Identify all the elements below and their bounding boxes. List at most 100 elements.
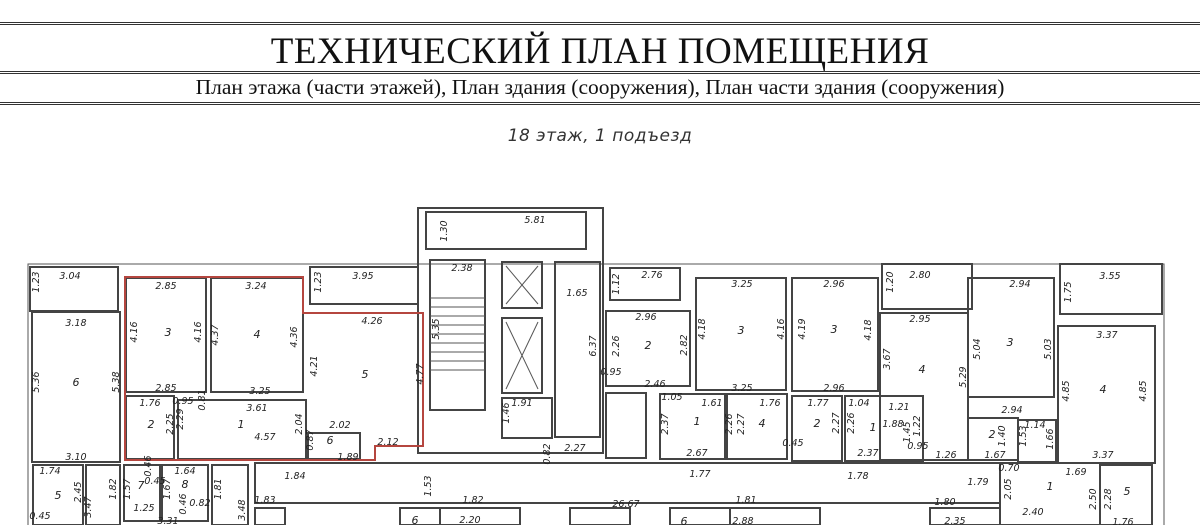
dimension-label: 6.37: [588, 335, 599, 356]
dimension-label: 1.81: [213, 478, 224, 499]
subtitle-rule: [0, 102, 1200, 105]
dimension-label: 4.16: [776, 318, 787, 339]
room-outline: [425, 211, 587, 250]
dimension-label: 1.22: [912, 415, 923, 436]
room-outline: [429, 259, 486, 411]
dimension-label: 0.82: [189, 498, 210, 509]
dimension-label: 1.67: [162, 478, 173, 499]
dimension-label: 4.18: [697, 318, 708, 339]
dimension-label: 0.45: [782, 438, 803, 449]
dimension-label: 0.95: [172, 396, 193, 407]
room-outline: [27, 263, 1165, 525]
dimension-label: 1.45: [902, 421, 913, 442]
room-outline: [254, 462, 1001, 504]
room-outline: [85, 464, 121, 525]
dimension-label: 1.53: [423, 475, 434, 496]
room-number-label: 5: [55, 489, 62, 502]
dimension-label: 3.25: [731, 279, 752, 290]
dimension-label: 3.37: [1096, 330, 1117, 341]
room-outline: [881, 263, 973, 310]
room-outline: [501, 397, 553, 439]
dimension-label: 1.82: [462, 495, 483, 506]
room-outline: [32, 464, 84, 525]
dimension-label: 1.12: [611, 273, 622, 294]
dimension-label: 1.57: [122, 478, 133, 499]
dimension-label: 2.96: [823, 279, 844, 290]
dimension-label: 5.04: [972, 338, 983, 359]
room-number-label: 3: [165, 326, 172, 339]
room-number-label: 6: [327, 434, 334, 447]
dimension-label: 0.45: [29, 511, 50, 522]
dimension-label: 1.30: [439, 220, 450, 241]
dimension-label: 1.40: [997, 425, 1008, 446]
room-outline: [695, 277, 787, 391]
dimension-label: 2.82: [679, 334, 690, 355]
dimension-label: 3.04: [59, 271, 80, 282]
room-number-label: 2: [645, 339, 652, 352]
dimension-label: 4.19: [797, 318, 808, 339]
dimension-label: 1.23: [31, 271, 42, 292]
dimension-label: 1.78: [847, 471, 868, 482]
dimension-label: 1.67: [984, 450, 1005, 461]
room-number-label: 3: [831, 323, 838, 336]
dimension-label: 4.21: [309, 355, 320, 376]
room-outline: [211, 464, 249, 525]
dimension-label: 2.85: [155, 281, 176, 292]
dimension-label: 2.45: [73, 481, 84, 502]
dimension-label: 1.79: [967, 477, 988, 488]
dimension-label: 5.36: [31, 371, 42, 392]
dimension-label: 1.14: [1024, 420, 1045, 431]
dimension-label: 0.46: [143, 455, 154, 476]
dimension-label: 2.94: [1001, 405, 1022, 416]
room-number-label: 8: [182, 478, 189, 491]
room-outline: [554, 261, 601, 438]
dimension-label: 0.45: [144, 476, 165, 487]
elevator-shaft-cross: [505, 321, 539, 390]
dimension-label: 1.76: [139, 398, 160, 409]
room-number-label: 7: [138, 479, 145, 492]
dimension-label: 3.67: [882, 348, 893, 369]
dimension-label: 2.37: [857, 448, 878, 459]
dimension-label: 26.67: [612, 499, 639, 510]
dimension-label: 5.29: [958, 366, 969, 387]
dimension-label: 4.26: [361, 316, 382, 327]
room-outline: [659, 393, 726, 460]
dimension-label: 2.38: [451, 263, 472, 274]
dimension-label: 2.04: [294, 413, 305, 434]
dimension-label: 4.57: [254, 432, 275, 443]
dimension-label: 1.89: [337, 452, 358, 463]
dimension-label: 1.05: [661, 392, 682, 403]
dimension-label: 3.24: [245, 281, 266, 292]
dimension-label: 2.05: [1003, 478, 1014, 499]
dimension-label: 2.94: [1009, 279, 1030, 290]
dimension-label: 1.76: [759, 398, 780, 409]
dimension-label: 3.48: [237, 499, 248, 520]
room-outline: [161, 464, 209, 522]
dimension-label: 2.85: [155, 383, 176, 394]
dimension-label: 1.66: [1045, 428, 1056, 449]
dimension-label: 1.20: [885, 271, 896, 292]
dimension-label: 2.26: [724, 413, 735, 434]
room-outline: [929, 507, 1001, 525]
dimension-label: 3.31: [157, 516, 178, 525]
room-outline: [726, 393, 788, 460]
dimension-label: 5.35: [431, 318, 442, 339]
room-outline: [439, 507, 521, 525]
dimension-label: 1.82: [108, 478, 119, 499]
floor-caption: 18 этаж, 1 подъезд: [507, 126, 693, 146]
dimension-label: 4.36: [289, 326, 300, 347]
dimension-label: 2.02: [329, 420, 350, 431]
dimension-label: 4.85: [1138, 380, 1149, 401]
dimension-label: 1.77: [807, 398, 828, 409]
dimension-label: 2.28: [1103, 488, 1114, 509]
dimension-label: 1.80: [934, 497, 955, 508]
dimension-label: 1.04: [848, 398, 869, 409]
room-number-label: 5: [1124, 485, 1131, 498]
room-outline: [791, 395, 843, 462]
room-outline: [501, 317, 543, 394]
dimension-label: 2.67: [686, 448, 707, 459]
room-number-label: 4: [254, 328, 261, 341]
plan-walls: [27, 207, 1165, 525]
